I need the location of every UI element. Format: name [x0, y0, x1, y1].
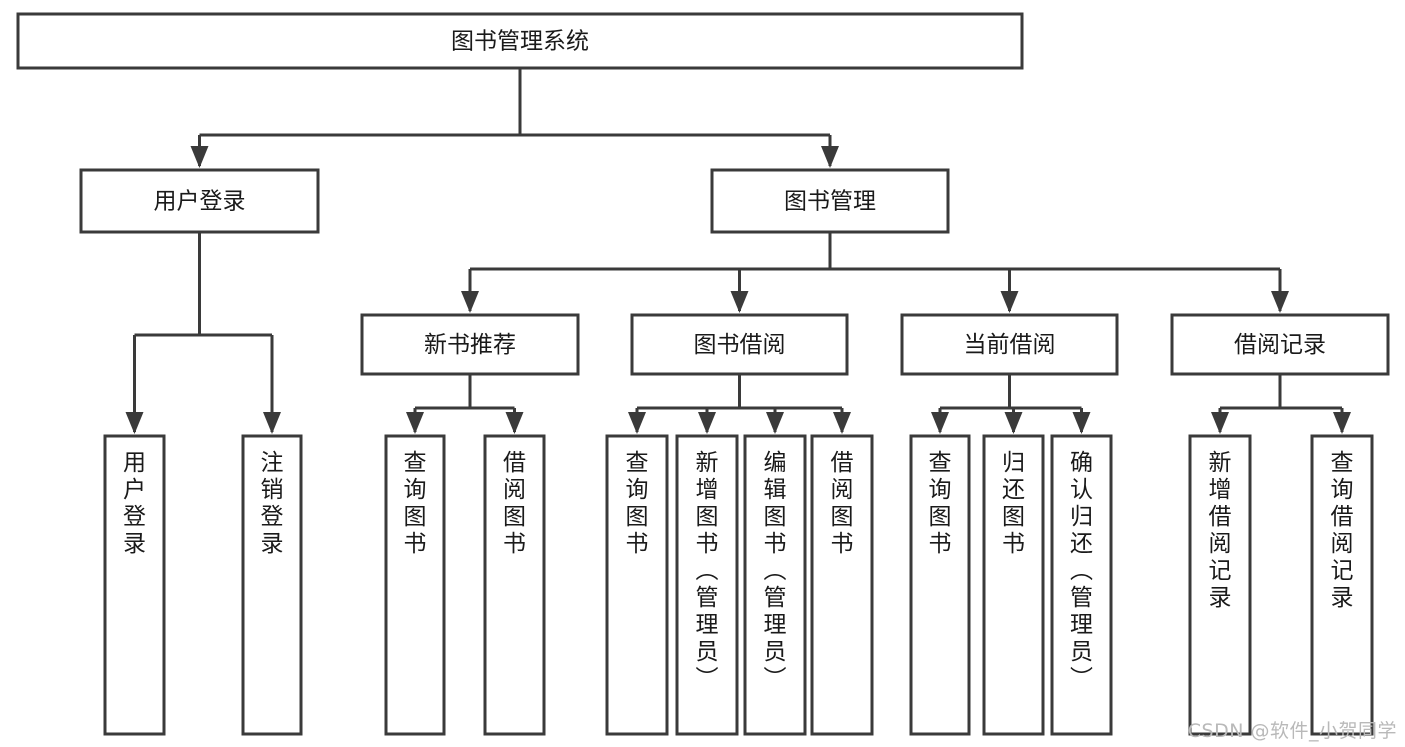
arrow-head-icon-current-borrow: [1000, 291, 1019, 313]
node-label-leaf-user-logout: 注销登录: [261, 450, 284, 557]
node-leaf-edit-book-admin[interactable]: 编辑图书︵管理员︶: [743, 434, 807, 736]
node-leaf-add-borrow-record[interactable]: 新增借阅记录: [1188, 434, 1252, 736]
node-box-leaf-query-book-rec[interactable]: [384, 434, 446, 736]
node-box-leaf-borrow-book-rec[interactable]: [483, 434, 546, 736]
node-leaf-confirm-return-admin[interactable]: 确认归还︵管理员︶: [1050, 434, 1113, 736]
node-label-leaf-query-book-rec: 查询图书: [404, 450, 427, 557]
node-box-new-book-rec[interactable]: [360, 313, 580, 376]
arrow-head-icon-new-book-rec: [461, 291, 479, 313]
node-box-leaf-add-borrow-record[interactable]: [1188, 434, 1252, 736]
node-book-manage[interactable]: 图书管理: [710, 168, 950, 234]
arrow-head-icon-leaf-add-book-admin: [698, 412, 716, 434]
arrow-head-icon-leaf-query-book-rec: [406, 412, 424, 434]
arrow-head-icon-leaf-query-book-borrow: [628, 412, 646, 434]
node-box-leaf-query-book-borrow[interactable]: [605, 434, 669, 736]
arrow-head-icon-borrow-record: [1271, 291, 1289, 313]
node-new-book-rec[interactable]: 新书推荐: [360, 313, 580, 376]
node-label-borrow-record: 借阅记录: [1234, 332, 1326, 358]
node-box-leaf-query-book-current[interactable]: [909, 434, 971, 736]
node-box-leaf-borrow-book[interactable]: [810, 434, 874, 736]
node-label-leaf-query-borrow-record: 查询借阅记录: [1331, 450, 1354, 611]
node-leaf-query-book-rec[interactable]: 查询图书: [384, 434, 446, 736]
node-leaf-add-book-admin[interactable]: 新增图书︵管理员︶: [675, 434, 739, 736]
node-box-book-manage[interactable]: [710, 168, 950, 234]
node-user-login[interactable]: 用户登录: [79, 168, 320, 234]
node-box-borrow-record[interactable]: [1170, 313, 1390, 376]
node-box-leaf-return-book[interactable]: [982, 434, 1045, 736]
node-label-leaf-user-login: 用户登录: [123, 450, 146, 557]
node-book-borrow[interactable]: 图书借阅: [630, 313, 849, 376]
arrow-head-icon-leaf-edit-book-admin: [766, 412, 784, 434]
node-label-leaf-add-book-admin: 新增图书︵管理员︶: [696, 450, 719, 692]
node-root[interactable]: 图书管理系统: [16, 12, 1024, 70]
node-box-leaf-query-borrow-record[interactable]: [1310, 434, 1374, 736]
arrow-head-icon-leaf-confirm-return-admin: [1072, 412, 1091, 434]
node-label-leaf-query-book-borrow: 查询图书: [626, 450, 649, 557]
arrow-head-icon-book-borrow: [730, 291, 749, 313]
node-label-user-login: 用户登录: [154, 189, 246, 215]
node-label-leaf-add-borrow-record: 新增借阅记录: [1209, 450, 1232, 611]
node-box-leaf-edit-book-admin[interactable]: [743, 434, 807, 736]
node-leaf-return-book[interactable]: 归还图书: [982, 434, 1045, 736]
node-box-leaf-add-book-admin[interactable]: [675, 434, 739, 736]
node-label-current-borrow: 当前借阅: [964, 332, 1056, 358]
nodes-layer: 图书管理系统用户登录图书管理新书推荐图书借阅当前借阅借阅记录用户登录注销登录查询…: [16, 12, 1390, 736]
node-current-borrow[interactable]: 当前借阅: [900, 313, 1119, 376]
node-label-leaf-edit-book-admin: 编辑图书︵管理员︶: [764, 450, 787, 692]
node-label-leaf-confirm-return-admin: 确认归还︵管理员︶: [1070, 450, 1093, 692]
node-borrow-record[interactable]: 借阅记录: [1170, 313, 1390, 376]
node-label-root: 图书管理系统: [451, 29, 589, 55]
arrow-head-icon-leaf-borrow-book-rec: [505, 412, 524, 434]
node-leaf-query-borrow-record[interactable]: 查询借阅记录: [1310, 434, 1374, 736]
arrow-head-icon-leaf-query-borrow-record: [1333, 412, 1351, 434]
node-leaf-borrow-book[interactable]: 借阅图书: [810, 434, 874, 736]
node-leaf-query-book-borrow[interactable]: 查询图书: [605, 434, 669, 736]
node-label-leaf-borrow-book-rec: 借阅图书: [503, 450, 526, 557]
arrow-head-icon-leaf-add-borrow-record: [1211, 412, 1229, 434]
node-label-leaf-query-book-current: 查询图书: [929, 450, 952, 557]
node-box-current-borrow[interactable]: [900, 313, 1119, 376]
arrow-head-icon-leaf-return-book: [1004, 412, 1023, 434]
node-label-leaf-borrow-book: 借阅图书: [831, 450, 854, 557]
node-leaf-query-book-current[interactable]: 查询图书: [909, 434, 971, 736]
node-label-book-manage: 图书管理: [784, 189, 876, 215]
node-box-leaf-confirm-return-admin[interactable]: [1050, 434, 1113, 736]
arrow-head-icon-leaf-user-login: [125, 412, 144, 434]
arrow-head-icon-book-manage: [821, 146, 839, 168]
arrow-head-icon-leaf-borrow-book: [833, 412, 851, 434]
node-leaf-borrow-book-rec[interactable]: 借阅图书: [483, 434, 546, 736]
arrow-head-icon-user-login: [190, 146, 209, 168]
connectors-layer: [125, 68, 1351, 434]
node-label-book-borrow: 图书借阅: [694, 332, 786, 358]
node-box-root[interactable]: [16, 12, 1024, 70]
node-box-user-login[interactable]: [79, 168, 320, 234]
node-box-book-borrow[interactable]: [630, 313, 849, 376]
arrow-head-icon-leaf-query-book-current: [931, 412, 949, 434]
node-box-leaf-user-login[interactable]: [103, 434, 166, 736]
node-label-leaf-return-book: 归还图书: [1002, 450, 1025, 557]
arrow-head-icon-leaf-user-logout: [263, 412, 281, 434]
node-box-leaf-user-logout[interactable]: [241, 434, 303, 736]
node-label-new-book-rec: 新书推荐: [424, 332, 516, 358]
node-leaf-user-logout[interactable]: 注销登录: [241, 434, 303, 736]
csdn-watermark: CSDN @软件_小贺同学: [1187, 720, 1397, 742]
node-leaf-user-login[interactable]: 用户登录: [103, 434, 166, 736]
